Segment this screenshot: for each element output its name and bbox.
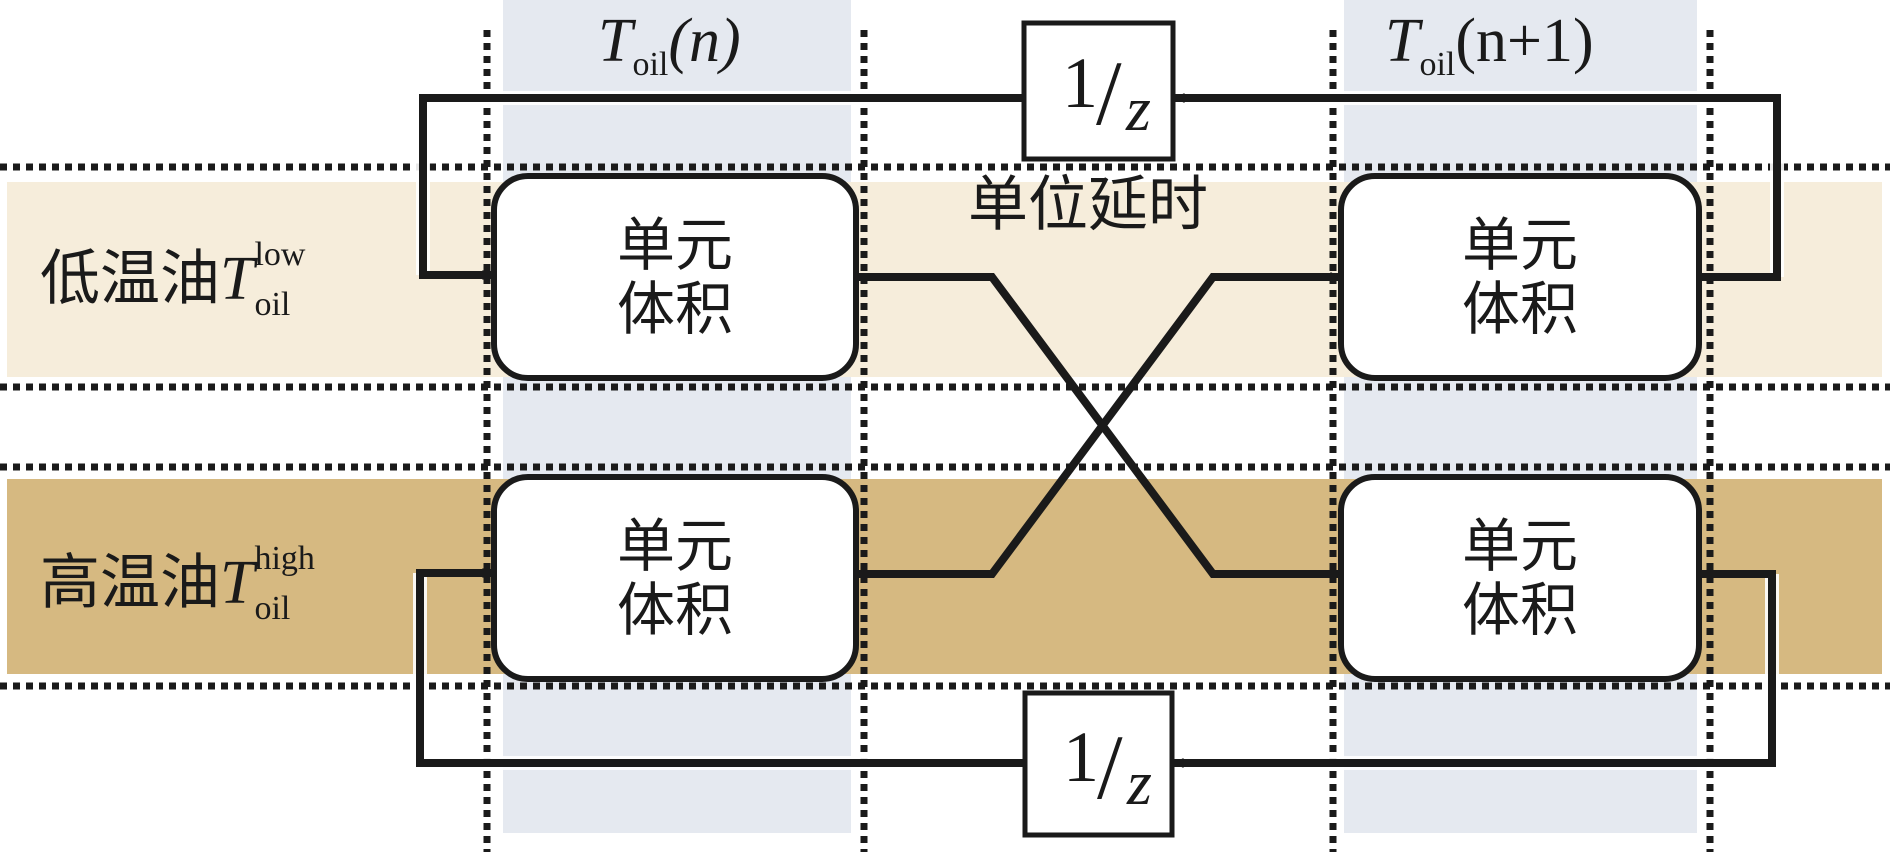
delay-denominator: z — [1127, 747, 1152, 818]
horizontal-guides — [0, 163, 1890, 690]
lower-feedback-return — [1173, 570, 1776, 768]
unit-volume-line1: 单元 — [1461, 512, 1578, 580]
unit-volume-line2: 体积 — [1461, 275, 1578, 343]
unit-delay-label: 单位延时 — [968, 170, 1208, 240]
unit-volume-high-n — [491, 474, 859, 682]
delay-block-lower — [1022, 690, 1175, 838]
high-oil-text: 高温油 — [40, 548, 220, 618]
lower-feedback-forward — [416, 568, 1025, 767]
delay-block-upper-text: 1 / z — [1062, 42, 1162, 144]
arg-n: (n) — [668, 7, 741, 75]
subscript-oil: oil — [254, 590, 291, 627]
superscript-high: high — [254, 540, 315, 577]
unit-volume-line2: 体积 — [616, 576, 733, 644]
symbol-T: T — [1385, 7, 1420, 75]
unit-volume-line1: 单元 — [616, 211, 733, 279]
subscript-oil: oil — [632, 46, 669, 83]
low-oil-text: 低温油 — [40, 244, 220, 314]
cross-high-to-low — [856, 272, 1341, 578]
unit-volume-label-high-n1: 单元 体积 — [1341, 514, 1699, 642]
superscript-low: low — [254, 236, 306, 273]
unit-volume-low-n1 — [1338, 173, 1702, 381]
time-column-n — [503, 0, 851, 833]
delay-numerator: 1 — [1063, 717, 1099, 797]
unit-volume-line2: 体积 — [616, 275, 733, 343]
delay-block-upper — [1021, 20, 1176, 162]
unit-volume-low-n — [491, 173, 859, 381]
symbol-T: T — [220, 245, 255, 313]
delay-numerator: 1 — [1062, 43, 1098, 123]
unit-volume-line1: 单元 — [616, 512, 733, 580]
symbol-T: T — [220, 549, 255, 617]
delay-block-lower-text: 1 / z — [1063, 716, 1163, 818]
delay-slash: / — [1096, 42, 1122, 144]
subscript-oil: oil — [1419, 46, 1456, 83]
column-title-n: Toil(n) — [598, 7, 741, 82]
time-column-n-plus-1 — [1344, 0, 1697, 833]
upper-feedback-return — [1174, 93, 1781, 281]
unit-volume-line1: 单元 — [1461, 211, 1578, 279]
unit-volume-line2: 体积 — [1461, 576, 1578, 644]
column-title-n-plus-1: Toil(n+1) — [1385, 7, 1594, 82]
unit-volume-label-low-n1: 单元 体积 — [1341, 213, 1699, 341]
upper-feedback-forward — [419, 94, 1024, 280]
symbol-T: T — [598, 7, 633, 75]
arg-n-plus-1: (n+1) — [1455, 7, 1594, 75]
unit-volume-label-low-n: 单元 体积 — [494, 213, 856, 341]
subscript-oil: oil — [254, 286, 291, 323]
vertical-guides — [483, 30, 1714, 852]
delay-slash: / — [1097, 716, 1123, 818]
unit-volume-high-n1 — [1338, 474, 1702, 682]
unit-volume-label-high-n: 单元 体积 — [494, 514, 856, 642]
delay-denominator: z — [1126, 73, 1151, 144]
